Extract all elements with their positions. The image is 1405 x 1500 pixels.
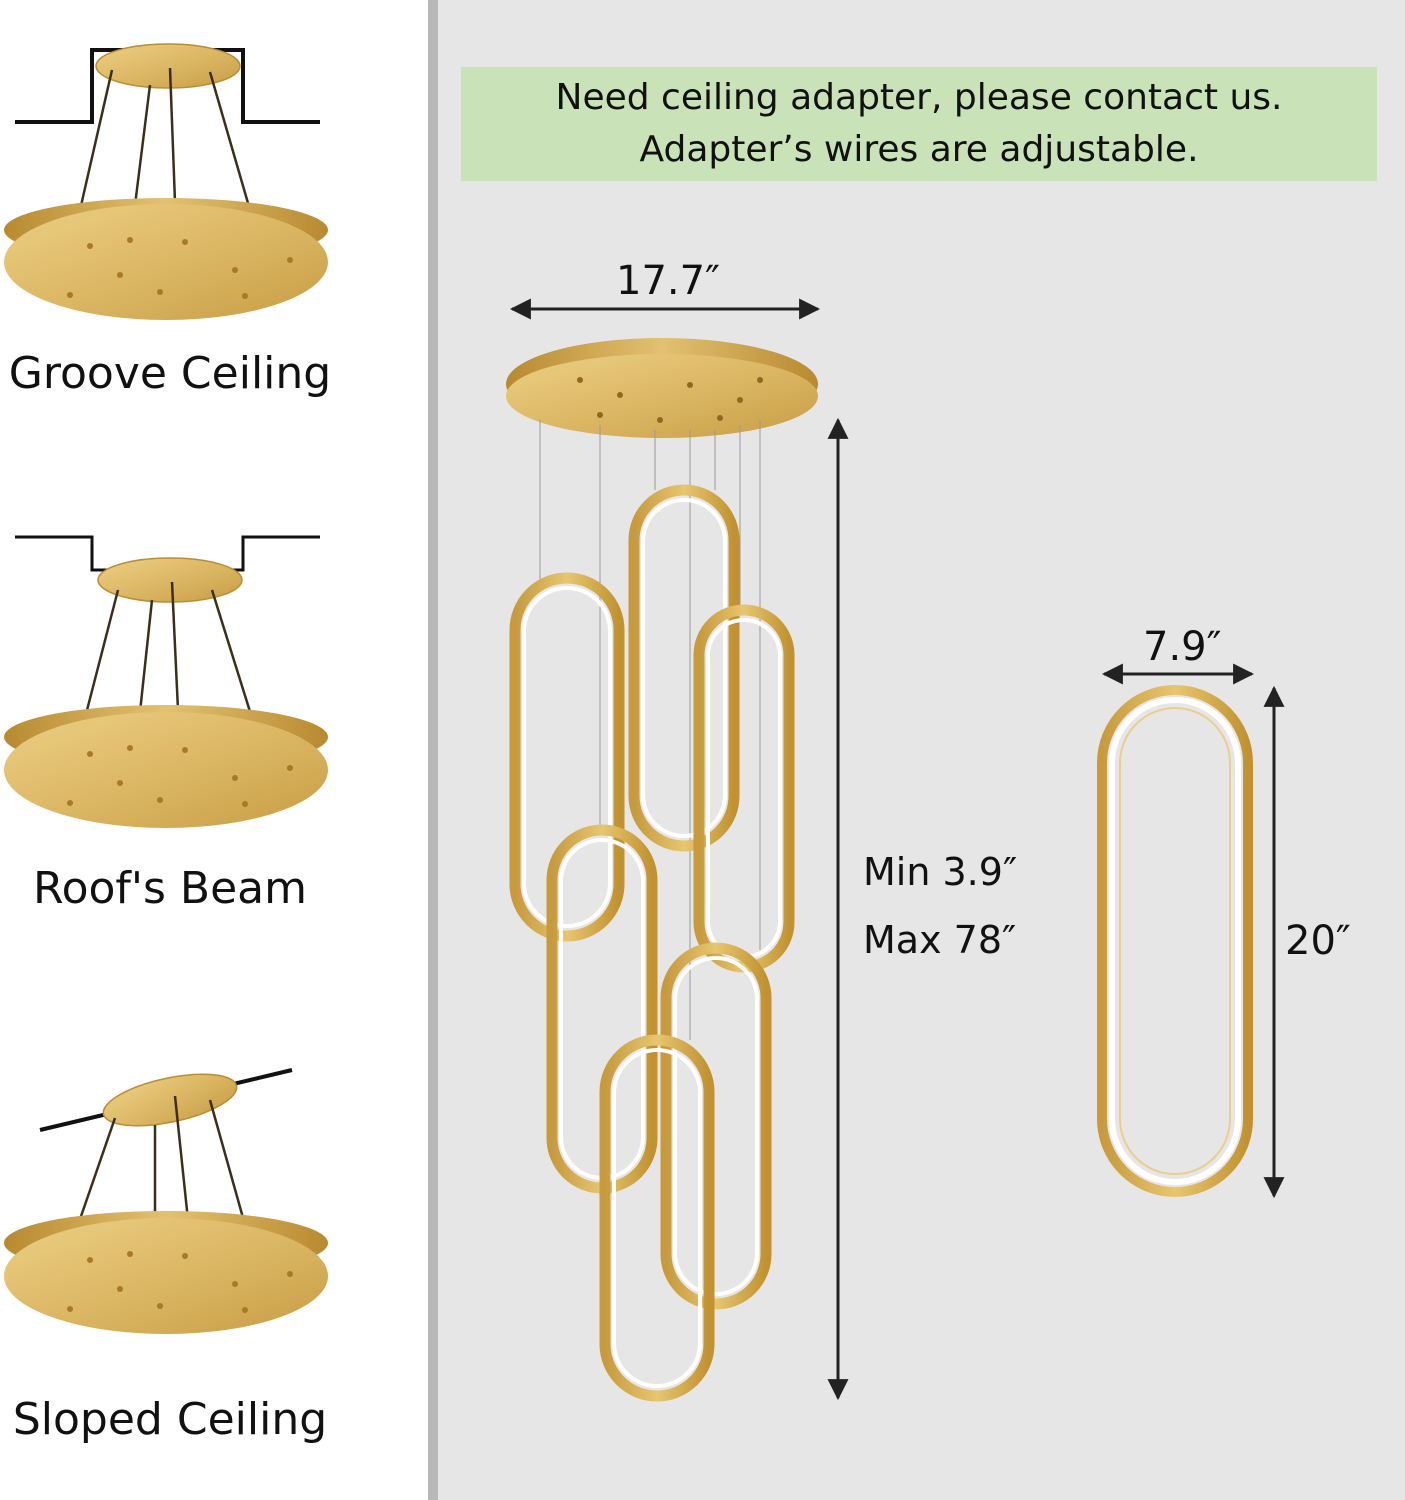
- beam-canopy: [97, 557, 243, 603]
- ring-6: [599, 1034, 715, 1402]
- sloped-canopy: [102, 1073, 238, 1127]
- single-ring: [1097, 685, 1253, 1197]
- ring-width-label: 7.9″: [1143, 624, 1222, 670]
- groove-canopy-base: [4, 204, 328, 320]
- panel-divider: [428, 0, 438, 1500]
- canopy-width-label: 17.7″: [616, 258, 721, 304]
- ring-5: [660, 942, 772, 1310]
- min-height-label: Min 3.9″: [863, 850, 1018, 894]
- sloped-suspension-wires: [76, 1095, 247, 1226]
- ring-1: [509, 572, 625, 942]
- max-height-label: Max 78″: [863, 918, 1017, 962]
- groove-ceiling-illustration: [4, 43, 328, 320]
- chandelier-illustration: [506, 298, 849, 1402]
- notice-line-1: Need ceiling adapter, please contact us.: [555, 77, 1283, 118]
- ring-3: [693, 604, 795, 973]
- sloped-ceiling-illustration: [4, 1068, 328, 1334]
- single-ring-illustration: [1097, 663, 1285, 1199]
- mount-label-sloped: Sloped Ceiling: [12, 1394, 328, 1445]
- groove-canopy: [95, 43, 241, 89]
- roof-beam-illustration: [4, 535, 328, 828]
- chandelier-rings: [509, 484, 795, 1402]
- notice-line-2: Adapter’s wires are adjustable.: [639, 129, 1199, 170]
- mount-label-groove: Groove Ceiling: [8, 348, 332, 399]
- chandelier-wires: [539, 420, 761, 1040]
- adapter-notice-banner: Need ceiling adapter, please contact us.…: [461, 67, 1377, 181]
- beam-canopy-base: [4, 712, 328, 828]
- groove-suspension-wires: [78, 67, 252, 211]
- main-canopy: [506, 354, 818, 438]
- mount-label-beam: Roof's Beam: [32, 863, 307, 914]
- sloped-canopy-base: [4, 1218, 328, 1334]
- ring-2: [628, 484, 740, 852]
- ring-height-label: 20″: [1285, 918, 1351, 964]
- beam-suspension-wires: [83, 581, 254, 719]
